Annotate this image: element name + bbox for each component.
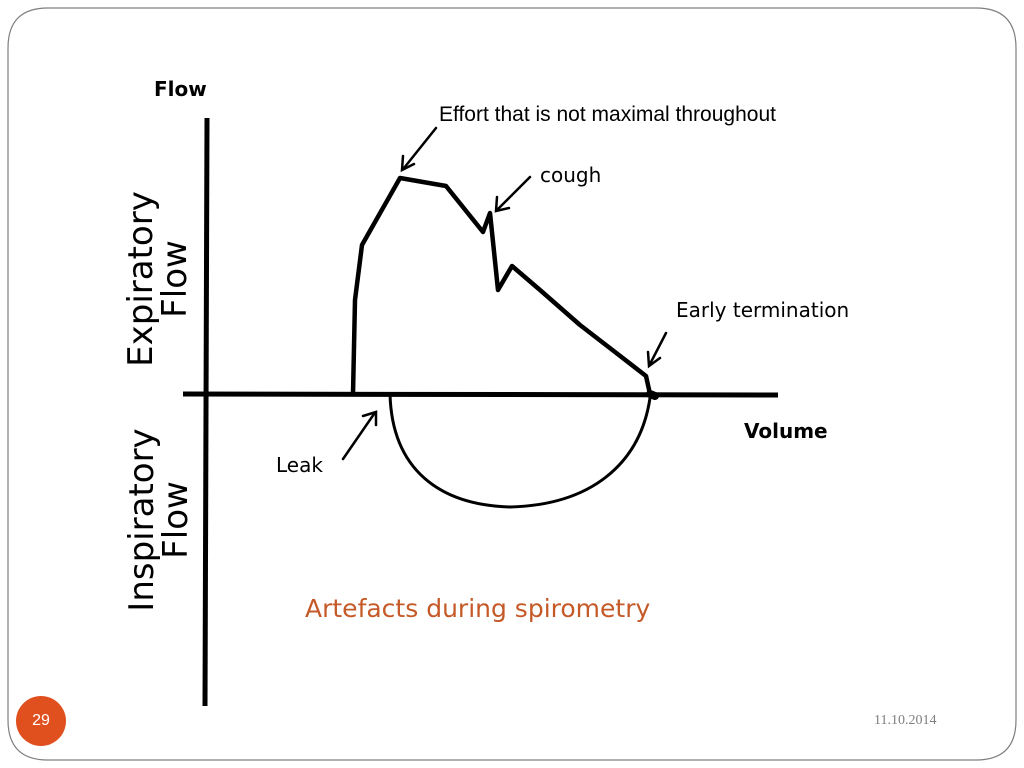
expiratory-flow-label: Expiratory Flow bbox=[121, 179, 195, 379]
leak-arrow-head bbox=[361, 410, 378, 427]
expiratory-label-line1: Expiratory bbox=[121, 191, 161, 367]
volume-axis bbox=[182, 391, 779, 398]
expiratory-label-line2: Flow bbox=[155, 240, 195, 318]
slide-date: 11.10.2014 bbox=[874, 713, 937, 728]
inspiratory-label-line2: Flow bbox=[156, 481, 196, 559]
y-axis-title: Flow bbox=[154, 77, 207, 101]
inspiratory-flow-label: Inspiratory Flow bbox=[122, 415, 196, 625]
effort-arrow-head bbox=[400, 154, 416, 173]
early-termination-arrow bbox=[648, 331, 668, 366]
effort-annotation: Effort that is not maximal throughout bbox=[439, 103, 776, 126]
early-termination-arrow-head bbox=[646, 350, 662, 369]
inspiratory-label-line1: Inspiratory bbox=[122, 428, 162, 612]
annotation-arrows bbox=[341, 126, 668, 461]
diagram-caption: Artefacts during spirometry bbox=[305, 594, 651, 623]
leak-arrow bbox=[341, 412, 376, 461]
inspiratory-curve bbox=[388, 393, 652, 509]
page-number: 29 bbox=[32, 712, 50, 729]
expiratory-curve bbox=[350, 175, 653, 397]
early-termination-mark bbox=[646, 390, 659, 400]
cough-annotation: cough bbox=[540, 163, 602, 187]
page-number-badge: 29 bbox=[16, 696, 66, 746]
cough-arrow bbox=[496, 175, 532, 211]
x-axis-title: Volume bbox=[744, 419, 828, 443]
cough-arrow-head bbox=[494, 195, 511, 213]
early-termination-annotation: Early termination bbox=[676, 298, 850, 322]
flow-axis bbox=[202, 117, 210, 707]
frame-border bbox=[7, 7, 1017, 761]
leak-annotation: Leak bbox=[276, 453, 323, 477]
effort-arrow bbox=[402, 126, 438, 170]
